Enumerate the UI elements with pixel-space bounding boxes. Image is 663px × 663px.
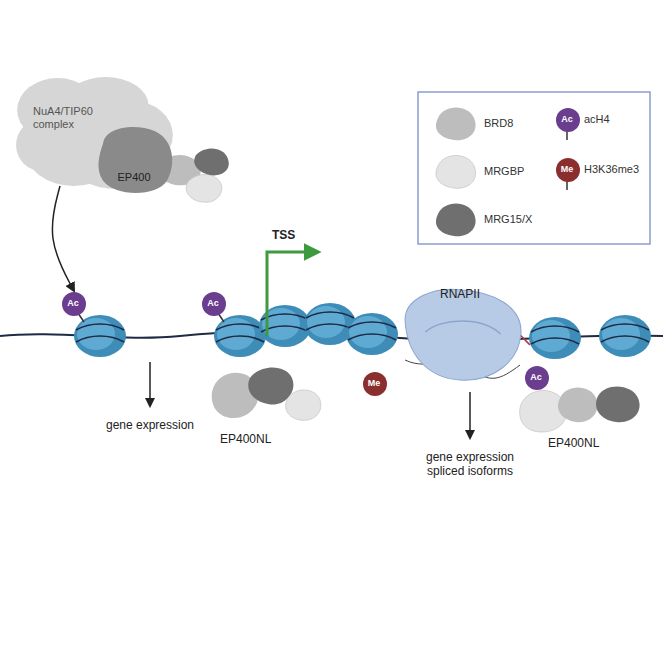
output-arrow bbox=[469, 392, 471, 438]
mark-label: Ac bbox=[556, 108, 578, 130]
protein-group bbox=[520, 386, 640, 432]
methyl-mark: Me bbox=[363, 372, 387, 396]
legend-samples bbox=[436, 108, 567, 237]
node-label: RNAPII bbox=[395, 288, 525, 302]
output-arrow bbox=[149, 362, 151, 406]
acetyl-mark: Ac bbox=[62, 292, 86, 316]
acetyl-mark: Ac bbox=[525, 366, 549, 390]
node-outline bbox=[95, 123, 175, 195]
outcome-label: gene expression spliced isoforms bbox=[415, 450, 525, 479]
outcome-label: gene expression bbox=[95, 418, 205, 432]
protein-label: EP400NL bbox=[548, 436, 628, 450]
protein-group bbox=[212, 368, 321, 421]
mark-label: Me bbox=[363, 372, 385, 394]
node-label: EP400 bbox=[95, 171, 173, 184]
tss-label: TSS bbox=[272, 228, 332, 242]
node-label: NuA4/TIP60 complex bbox=[33, 105, 111, 130]
methyl-mark: Me bbox=[556, 158, 580, 182]
legend-frame bbox=[418, 92, 650, 244]
ep400-subunit: EP400 bbox=[95, 123, 175, 195]
mark-label: Ac bbox=[202, 292, 224, 314]
acetyl-mark: Ac bbox=[556, 108, 580, 132]
nucleosomes bbox=[74, 303, 651, 359]
acetylation-arrow bbox=[52, 186, 74, 291]
legend-label: MRGBP bbox=[484, 165, 524, 178]
protein-label: EP400NL bbox=[220, 432, 300, 446]
legend-label: BRD8 bbox=[484, 117, 513, 130]
acetyl-mark: Ac bbox=[202, 292, 226, 316]
rna-polymerase: RNAPII bbox=[395, 282, 527, 386]
legend-label: H3K36me3 bbox=[584, 163, 639, 176]
legend-label: MRG15/X bbox=[484, 213, 532, 226]
mark-label: Ac bbox=[62, 292, 84, 314]
mark-label: Ac bbox=[525, 366, 547, 388]
complex-cloud: NuA4/TIP60 complexEP400 bbox=[15, 75, 175, 190]
tss-arrow bbox=[267, 252, 318, 336]
legend-label: acH4 bbox=[584, 113, 610, 126]
mark-label: Me bbox=[556, 158, 578, 180]
